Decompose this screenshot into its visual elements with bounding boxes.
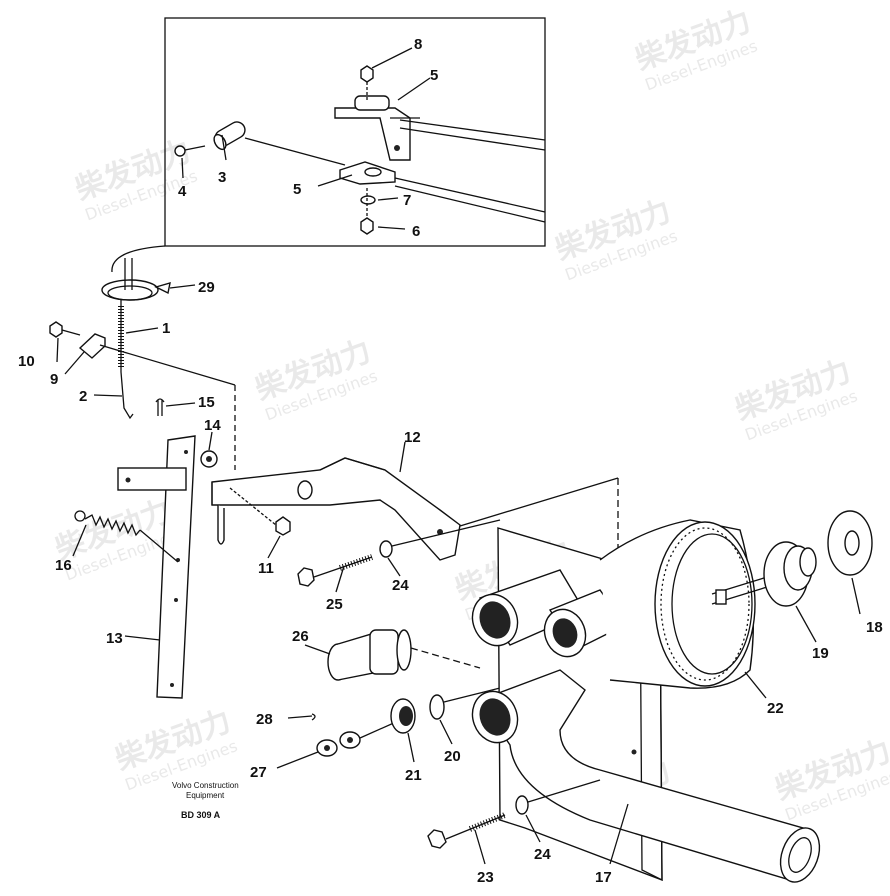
lever-linkage-pin — [217, 505, 225, 545]
sleeve-leader — [244, 137, 346, 166]
nipple-26 — [327, 629, 412, 681]
control-cable-upper — [399, 119, 546, 141]
label-part-8: 8 — [414, 36, 422, 53]
drawing-code: BD 309 A — [181, 810, 221, 820]
washer-7 — [360, 195, 376, 205]
leader-clip — [99, 344, 236, 386]
label-part-10: 10 — [18, 353, 35, 370]
label-part-23: 23 — [477, 869, 494, 886]
label-part-17: 17 — [595, 869, 612, 886]
nut-21 — [390, 698, 416, 734]
caption-line-1: Volvo Construction — [172, 781, 239, 790]
outlet-pipe-17 — [471, 669, 821, 883]
label-part-27: 27 — [250, 764, 267, 781]
part-number-labels: 8 5 3 4 5 7 6 29 1 10 9 2 15 14 12 16 11… — [18, 36, 883, 886]
leader-arm — [459, 477, 619, 527]
label-part-14: 14 — [204, 417, 221, 434]
screw-4 — [174, 145, 206, 157]
split-pin-15 — [155, 398, 165, 416]
label-part-5-upper: 5 — [430, 67, 438, 84]
label-part-20: 20 — [444, 748, 461, 765]
label-part-1: 1 — [162, 320, 170, 337]
label-part-12: 12 — [404, 429, 421, 446]
label-part-2: 2 — [79, 388, 87, 405]
label-part-3: 3 — [218, 169, 226, 186]
label-part-24-upper: 24 — [392, 577, 409, 594]
label-part-26: 26 — [292, 628, 309, 645]
label-part-11: 11 — [258, 560, 274, 577]
detail-inset-frame — [164, 17, 546, 247]
label-part-16: 16 — [55, 557, 72, 574]
seal-19 — [763, 541, 817, 607]
washer-24-lower — [515, 795, 529, 815]
cable-bracket-upper — [334, 95, 420, 161]
control-rod-1 — [118, 300, 134, 420]
lever-arm-12 — [211, 457, 461, 561]
label-part-24-lower: 24 — [534, 846, 551, 863]
label-part-5-lower: 5 — [293, 181, 301, 198]
label-part-15: 15 — [198, 394, 215, 411]
bolt-23 — [427, 812, 507, 849]
nut-8 — [360, 65, 374, 83]
leader-washer — [443, 687, 501, 703]
control-cable-lower — [394, 177, 546, 213]
sleeve-3 — [213, 121, 246, 151]
pin-28 — [287, 713, 316, 721]
clip-9 — [78, 333, 106, 359]
label-part-21: 21 — [405, 767, 422, 784]
label-leaders — [56, 47, 861, 865]
label-part-28: 28 — [256, 711, 273, 728]
label-part-4: 4 — [178, 183, 187, 200]
diaphragm-housing-22 — [599, 519, 756, 689]
nut-11 — [275, 516, 291, 536]
label-part-19: 19 — [812, 645, 829, 662]
drawing-caption: Volvo Construction Equipment BD 309 A — [172, 781, 239, 820]
screw-10 — [49, 321, 81, 338]
bolt-6 — [360, 217, 374, 235]
label-part-9: 9 — [50, 371, 58, 388]
dashed-leader-nipple — [410, 647, 481, 669]
leader-bolt-lower — [527, 779, 601, 803]
label-part-25: 25 — [326, 596, 343, 613]
label-part-22: 22 — [767, 700, 784, 717]
washer-20 — [429, 694, 445, 720]
label-part-6: 6 — [412, 223, 420, 240]
caption-line-2: Equipment — [186, 791, 225, 800]
leader-coupling — [359, 721, 397, 739]
label-part-7: 7 — [403, 192, 411, 209]
cable-bracket-lower — [339, 161, 396, 185]
hose-clamp-29 — [101, 258, 171, 301]
washer-18 — [827, 510, 873, 576]
control-cable-lower-edge — [394, 185, 546, 223]
inset-callout-line — [111, 245, 166, 273]
chain-link-27 — [316, 731, 361, 757]
return-spring-16 — [74, 510, 179, 563]
lever-bar-13 — [117, 435, 196, 699]
washer-24-upper — [379, 540, 393, 558]
leader-bolt-upper — [391, 519, 501, 547]
label-part-13: 13 — [106, 630, 123, 647]
bolt-25 — [297, 554, 373, 587]
control-cable-upper-edge — [399, 127, 546, 151]
label-part-18: 18 — [866, 619, 883, 636]
label-part-29: 29 — [198, 279, 215, 296]
